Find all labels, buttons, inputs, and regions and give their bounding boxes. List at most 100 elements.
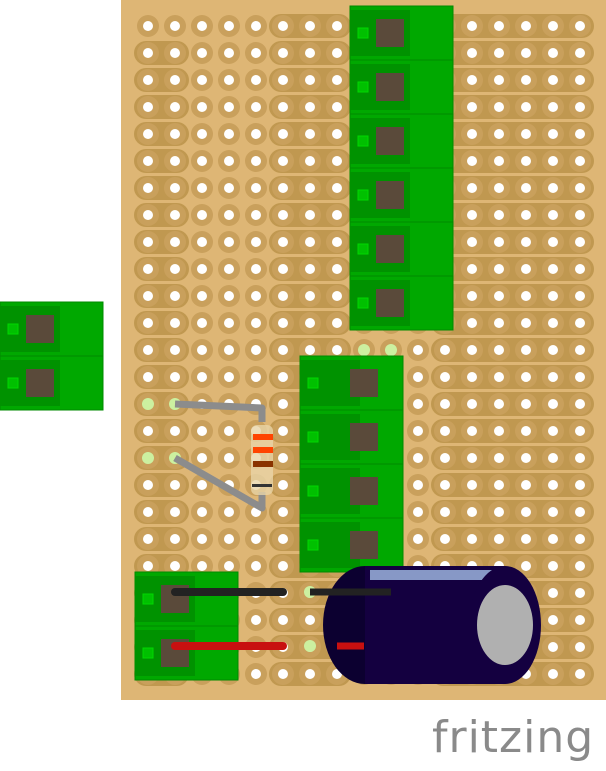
hole[interactable] xyxy=(170,156,180,166)
hole[interactable] xyxy=(197,561,207,571)
hole[interactable] xyxy=(494,453,504,463)
hole[interactable] xyxy=(143,480,153,490)
hole[interactable] xyxy=(494,318,504,328)
hole[interactable] xyxy=(143,318,153,328)
hole[interactable] xyxy=(305,345,315,355)
hole[interactable] xyxy=(548,453,558,463)
hole[interactable] xyxy=(467,507,477,517)
hole[interactable] xyxy=(548,291,558,301)
hole[interactable] xyxy=(278,399,288,409)
hole[interactable] xyxy=(143,534,153,544)
hole[interactable] xyxy=(494,183,504,193)
hole[interactable] xyxy=(305,75,315,85)
hole[interactable] xyxy=(224,561,234,571)
hole[interactable] xyxy=(440,453,450,463)
hole[interactable] xyxy=(332,237,342,247)
resistor[interactable] xyxy=(251,425,273,495)
hole[interactable] xyxy=(467,318,477,328)
hole[interactable] xyxy=(494,426,504,436)
hole[interactable] xyxy=(170,75,180,85)
hole[interactable] xyxy=(143,264,153,274)
hole[interactable] xyxy=(575,291,585,301)
hole[interactable] xyxy=(332,291,342,301)
hole[interactable] xyxy=(224,318,234,328)
hole[interactable] xyxy=(224,291,234,301)
hole[interactable] xyxy=(467,453,477,463)
hole[interactable] xyxy=(143,48,153,58)
hole[interactable] xyxy=(197,480,207,490)
hole[interactable] xyxy=(575,480,585,490)
hole[interactable] xyxy=(575,183,585,193)
hole[interactable] xyxy=(251,669,261,679)
hole[interactable] xyxy=(440,507,450,517)
hole[interactable] xyxy=(278,372,288,382)
hole[interactable] xyxy=(494,48,504,58)
hole[interactable] xyxy=(575,615,585,625)
hole[interactable] xyxy=(467,399,477,409)
hole[interactable] xyxy=(197,426,207,436)
hole[interactable] xyxy=(521,210,531,220)
hole[interactable] xyxy=(521,453,531,463)
hole[interactable] xyxy=(548,21,558,31)
hole[interactable] xyxy=(548,399,558,409)
hole[interactable] xyxy=(440,534,450,544)
hole[interactable] xyxy=(143,129,153,139)
hole[interactable] xyxy=(170,318,180,328)
hole[interactable] xyxy=(143,345,153,355)
hole[interactable] xyxy=(494,372,504,382)
hole[interactable] xyxy=(521,561,531,571)
hole[interactable] xyxy=(494,345,504,355)
hole[interactable] xyxy=(305,237,315,247)
hole[interactable] xyxy=(548,507,558,517)
hole[interactable] xyxy=(494,129,504,139)
hole[interactable] xyxy=(278,669,288,679)
hole[interactable] xyxy=(251,534,261,544)
hole[interactable] xyxy=(332,183,342,193)
hole[interactable] xyxy=(278,21,288,31)
hole[interactable] xyxy=(332,318,342,328)
hole[interactable] xyxy=(224,264,234,274)
hole[interactable] xyxy=(251,318,261,328)
hole[interactable] xyxy=(224,75,234,85)
hole[interactable] xyxy=(467,291,477,301)
hole[interactable] xyxy=(224,534,234,544)
terminal-block-middle[interactable] xyxy=(299,355,404,573)
jumper-wire-top[interactable] xyxy=(174,400,266,422)
hole[interactable] xyxy=(494,480,504,490)
terminal-block-bottom-left[interactable] xyxy=(134,571,239,681)
hole[interactable] xyxy=(170,426,180,436)
hole[interactable] xyxy=(575,129,585,139)
hole[interactable] xyxy=(413,345,423,355)
hole[interactable] xyxy=(575,642,585,652)
hole[interactable] xyxy=(143,75,153,85)
hole[interactable] xyxy=(575,75,585,85)
hole[interactable] xyxy=(413,426,423,436)
hole[interactable] xyxy=(278,102,288,112)
hole[interactable] xyxy=(224,507,234,517)
hole[interactable] xyxy=(521,102,531,112)
hole[interactable] xyxy=(224,129,234,139)
hole[interactable] xyxy=(305,291,315,301)
hole[interactable] xyxy=(143,102,153,112)
hole[interactable] xyxy=(548,156,558,166)
hole[interactable] xyxy=(224,237,234,247)
hole[interactable] xyxy=(548,129,558,139)
hole[interactable] xyxy=(494,399,504,409)
hole[interactable] xyxy=(251,291,261,301)
hole[interactable] xyxy=(521,264,531,274)
hole[interactable] xyxy=(197,75,207,85)
hole[interactable] xyxy=(467,345,477,355)
hole[interactable] xyxy=(521,129,531,139)
hole[interactable] xyxy=(251,615,261,625)
hole[interactable] xyxy=(467,102,477,112)
hole[interactable] xyxy=(251,237,261,247)
hole[interactable] xyxy=(548,318,558,328)
hole[interactable] xyxy=(548,642,558,652)
hole[interactable] xyxy=(197,102,207,112)
hole[interactable] xyxy=(467,129,477,139)
hole[interactable] xyxy=(521,399,531,409)
hole[interactable] xyxy=(575,588,585,598)
hole[interactable] xyxy=(278,534,288,544)
hole[interactable] xyxy=(467,480,477,490)
hole[interactable] xyxy=(548,183,558,193)
